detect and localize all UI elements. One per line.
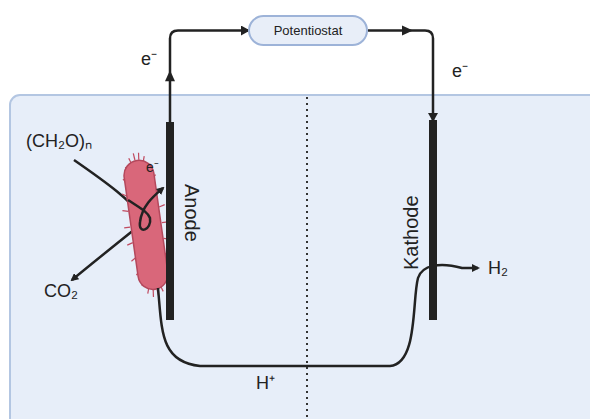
annotation: (CH₂O)ₙ [26, 132, 92, 152]
co2-arrow [72, 225, 140, 280]
annotation: e⁻ [146, 160, 159, 175]
annotation: e⁻ [452, 62, 468, 82]
node-label: Potentiostat [274, 23, 343, 38]
electrode: Anode [162, 122, 204, 320]
membrane-line [306, 97, 308, 419]
annotation: H⁺ [256, 374, 275, 394]
annotation: CO₂ [44, 282, 78, 302]
electrode-label: Anode [182, 184, 202, 242]
annotation: H₂ [488, 259, 508, 279]
wire-arrowhead [402, 26, 413, 36]
electrode-bar [166, 122, 174, 320]
electron-arrow [128, 188, 163, 230]
wire-connector [368, 31, 433, 121]
cell-chamber [10, 95, 590, 419]
electrode-bar [429, 120, 437, 320]
potentiostat-box: Potentiostat [248, 15, 368, 46]
electrode-label: Kathode [401, 195, 421, 270]
wire-arrowhead [165, 70, 175, 81]
electrode: Kathode [395, 120, 441, 320]
wire-connector [170, 31, 248, 123]
annotation: e⁻ [141, 50, 157, 70]
